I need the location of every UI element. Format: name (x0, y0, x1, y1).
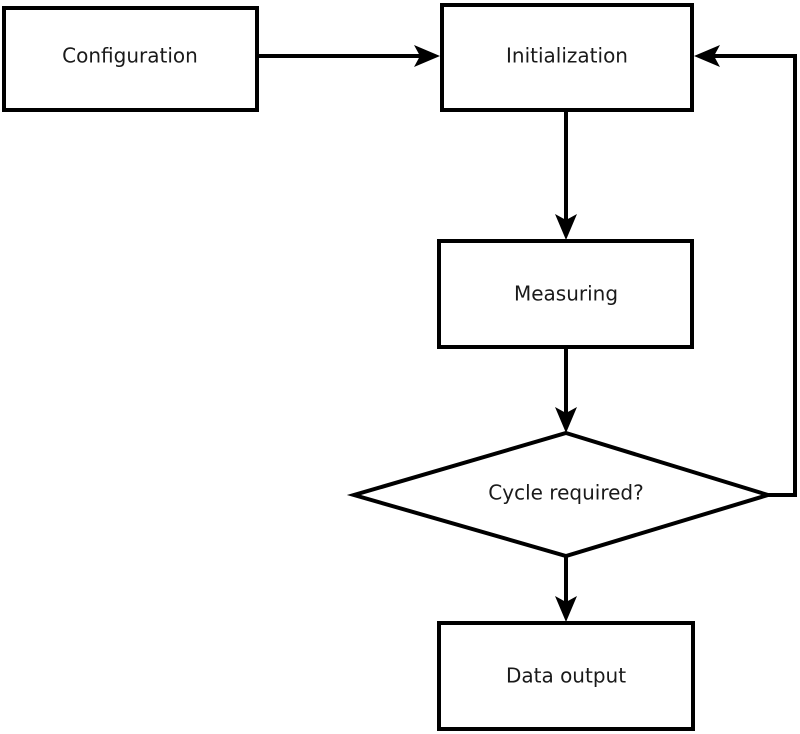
node-configuration[interactable]: Configuration (2, 6, 259, 112)
arrowhead-down-icon (555, 596, 577, 622)
node-data-output-shape[interactable] (437, 621, 695, 731)
node-configuration-label: Configuration (62, 44, 198, 68)
node-measuring-label: Measuring (514, 282, 618, 306)
edge-line-cycle-required-to-initialization (706, 54, 797, 497)
edge-configuration-to-initialization (259, 45, 440, 67)
node-data-output[interactable]: Data output (437, 621, 695, 731)
node-cycle-required[interactable]: Cycle required? (346, 430, 775, 559)
node-data-output-label: Data output (506, 664, 626, 688)
node-cycle-required-shape[interactable] (346, 430, 775, 559)
arrowhead-down-icon (555, 214, 577, 240)
arrowhead-down-icon (555, 407, 577, 433)
node-initialization-shape[interactable] (440, 3, 694, 112)
arrowhead-right-icon (414, 45, 440, 67)
node-initialization-label: Initialization (506, 44, 628, 68)
edge-cycle-required-to-data-output (555, 556, 577, 622)
node-measuring-shape[interactable] (437, 239, 694, 349)
edge-cycle-required-to-initialization (694, 45, 797, 497)
node-configuration-shape[interactable] (2, 6, 259, 112)
arrowhead-left-icon (694, 45, 720, 67)
node-initialization[interactable]: Initialization (440, 3, 694, 112)
edge-measuring-to-cycle-required (555, 349, 577, 433)
edge-initialization-to-measuring (555, 112, 577, 240)
node-measuring[interactable]: Measuring (437, 239, 694, 349)
node-cycle-required-label: Cycle required? (488, 481, 643, 505)
